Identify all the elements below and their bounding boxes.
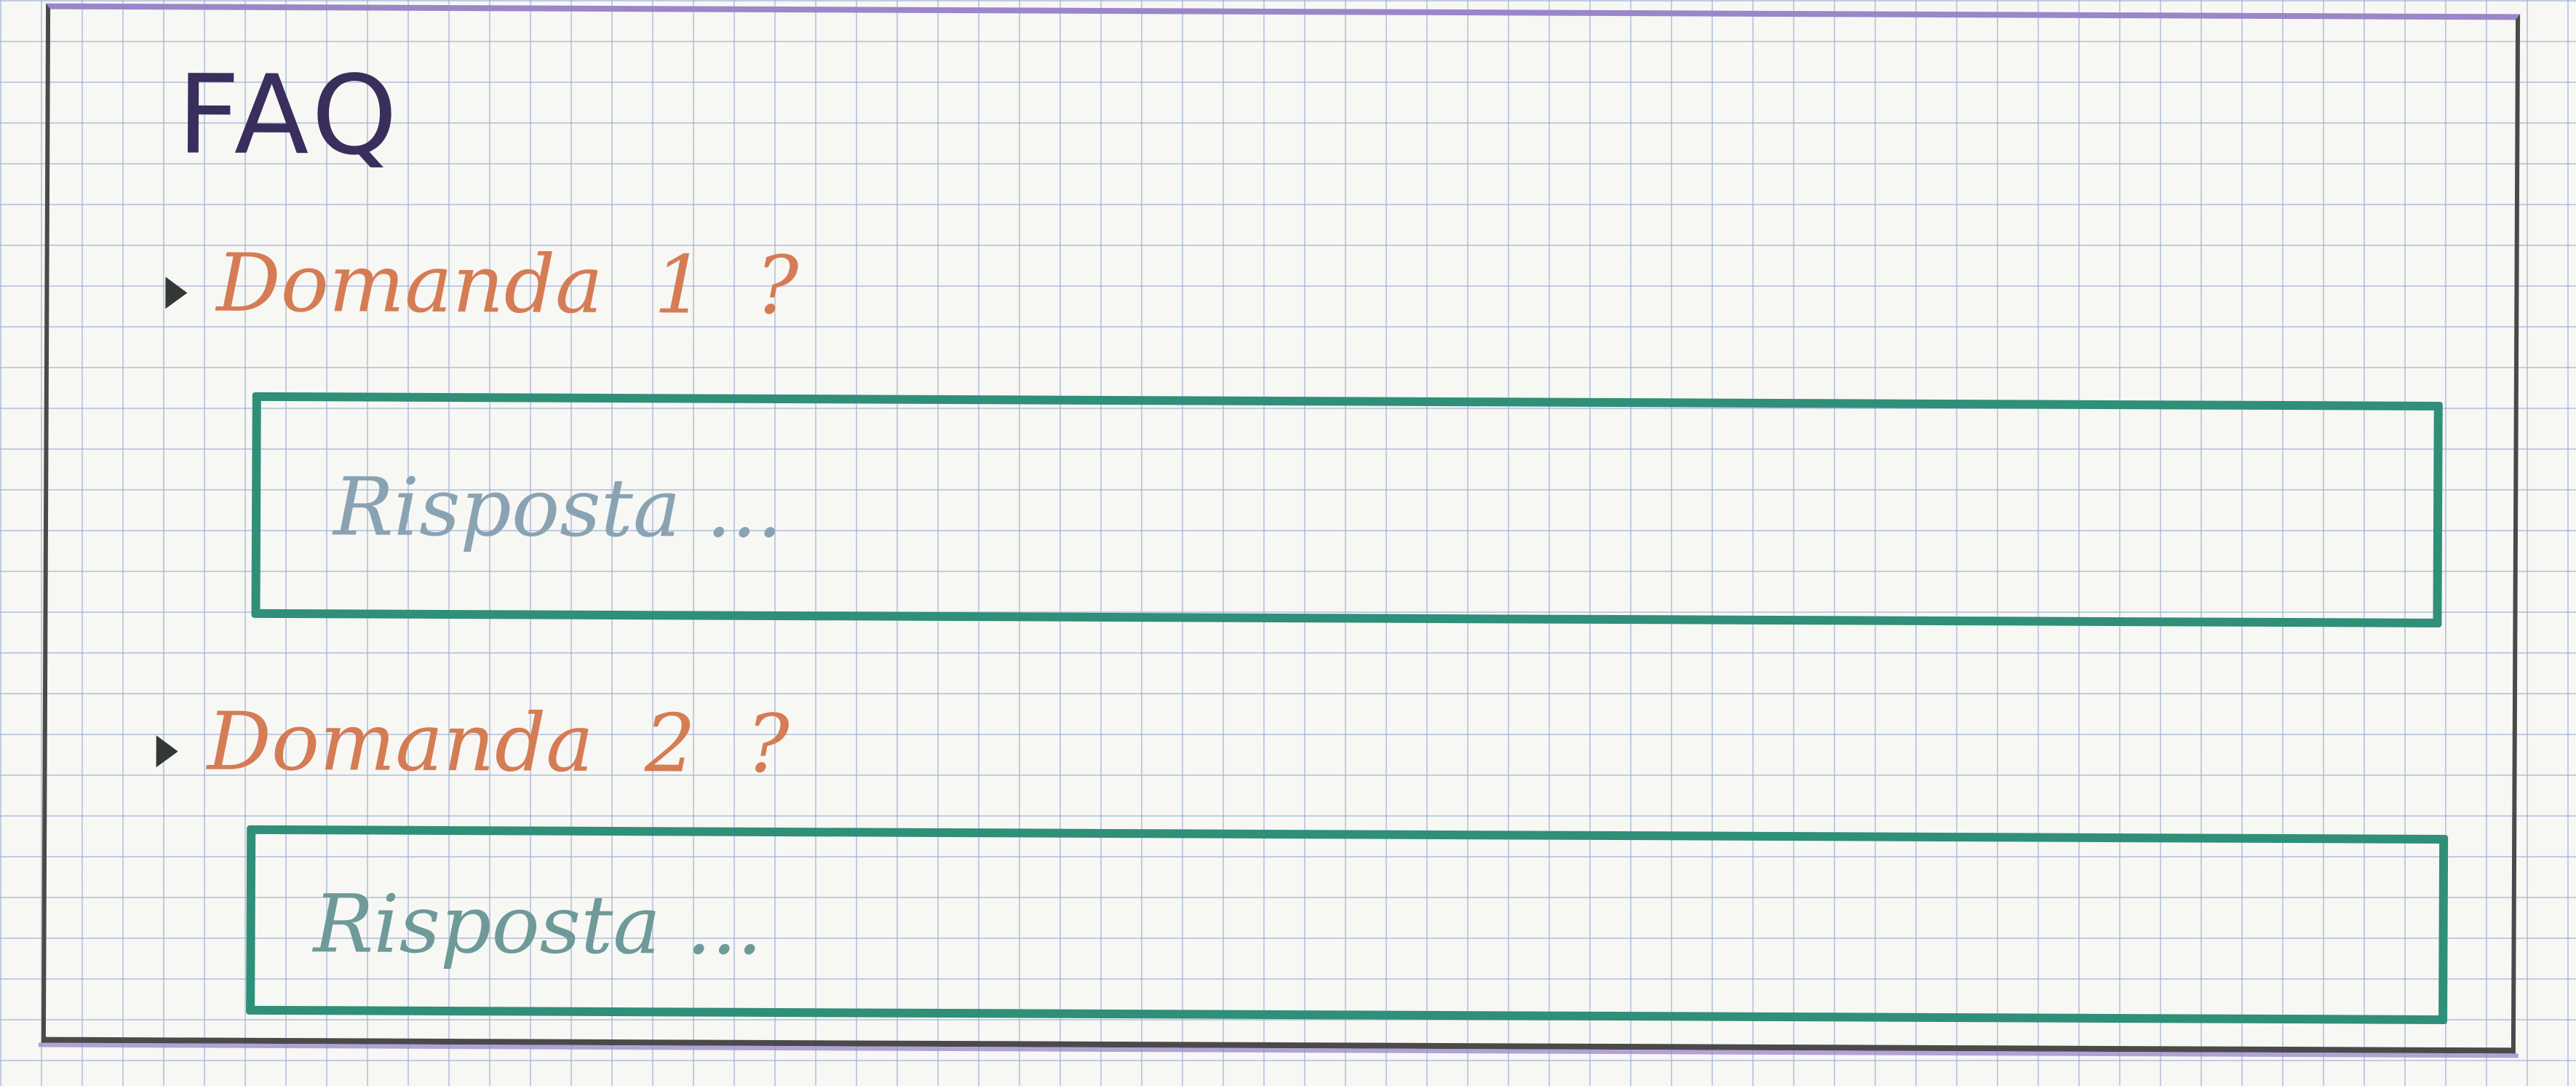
faq-question-2[interactable]: Domanda 2 ? bbox=[156, 694, 790, 791]
faq-answer-panel-2: Risposta ... bbox=[246, 825, 2449, 1025]
faq-question-1[interactable]: Domanda 1 ? bbox=[165, 236, 799, 333]
faq-question-label[interactable]: Domanda 1 ? bbox=[216, 236, 799, 333]
faq-page-frame: FAQ Domanda 1 ? Risposta ... Domanda 2 ?… bbox=[41, 3, 2521, 1054]
triangle-right-icon[interactable] bbox=[165, 277, 188, 309]
faq-answer-text: Risposta ... bbox=[333, 460, 783, 556]
triangle-right-icon[interactable] bbox=[156, 735, 178, 768]
faq-question-label[interactable]: Domanda 2 ? bbox=[207, 694, 790, 791]
faq-answer-text: Risposta ... bbox=[313, 877, 763, 972]
page-title: FAQ bbox=[177, 52, 402, 180]
faq-answer-panel-1: Risposta ... bbox=[251, 392, 2443, 627]
